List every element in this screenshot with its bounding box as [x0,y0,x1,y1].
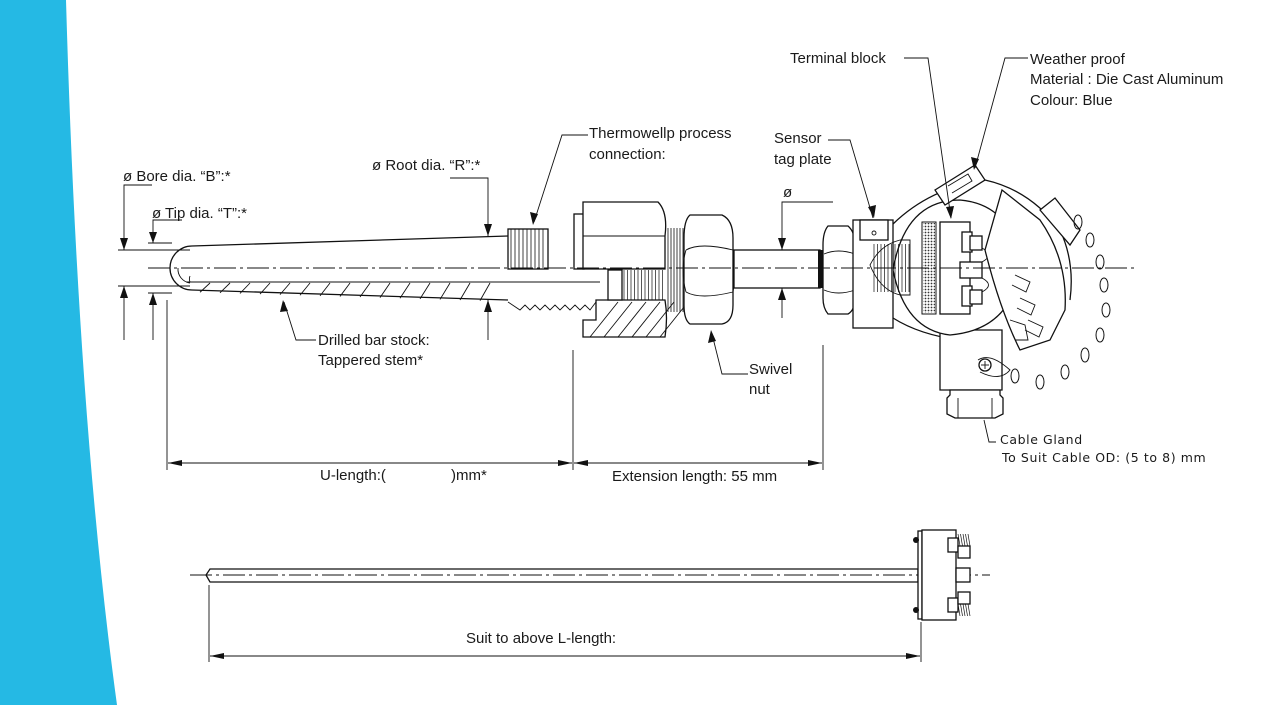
drawing-stroke [339,282,351,297]
chain-link [1101,302,1111,318]
chain-link [1060,364,1070,380]
chain-link [1099,277,1109,293]
root-dia-label: ø Root dia. “R”:* [372,157,481,174]
drawing-stroke [960,603,963,617]
cable-gland-label-line2: To Suit Cable OD: (5 to 8) mm [1001,450,1206,465]
drawing-stroke [379,282,391,298]
weather-proof-label-line3: Colour: Blue [1030,92,1113,109]
head-hex-nut [822,225,856,315]
extension-tube [733,249,823,289]
weather-proof-label-line1: Weather proof [1030,51,1126,68]
union-thread [667,228,684,312]
weather-proof-label-line2: Material : Die Cast Aluminum [1030,71,1223,88]
hex-fitting [582,201,689,338]
drawing-stroke [957,533,961,547]
chain-link [1080,347,1090,363]
process-connection-thread [507,213,597,311]
extension-length-label: Extension length: 55 mm [612,468,777,485]
drawing-stroke [631,301,661,338]
drawing-stroke [279,282,291,295]
chain-link [1095,254,1105,270]
chain-link [1073,214,1083,230]
swivel-nut-label-line2: nut [749,381,771,398]
drawing-stroke [419,282,431,300]
drawing-stroke [957,603,961,617]
drawing-stroke [239,282,251,294]
drawing-stroke [960,533,963,547]
drawing-stroke [617,301,647,338]
bore-dia-label: ø Bore dia. “B”:* [123,168,231,185]
drawing-stroke [479,282,491,301]
chain-link [1035,374,1045,390]
sensor-tag-label-line2: tag plate [774,151,832,168]
drawing-stroke [645,301,675,338]
drawing-stroke [962,603,966,617]
dimension-lines [118,57,1028,470]
drawing-stroke [439,282,451,300]
terminal-block-label: Terminal block [790,50,886,67]
drawing-stroke [962,533,966,547]
cable-gland-label-line1: Cable Gland [1000,432,1083,447]
sensor-insert [190,529,990,662]
swivel-nut-label-line1: Swivel [749,361,792,378]
chain-link [1010,368,1020,384]
chain-link [1095,327,1105,343]
l-length-label: Suit to above L-length: [466,630,616,647]
annotation-labels: ø Bore dia. “B”:* ø Tip dia. “T”:* ø Roo… [123,50,1223,647]
drawing-stroke [967,603,971,617]
u-length-label-prefix: U-length:( [320,467,386,484]
drawing-stroke [967,533,971,547]
drilled-bar-label-line2: Tappered stem* [318,352,423,369]
tip-dia-label: ø Tip dia. “T”:* [152,205,247,222]
drawing-stroke [589,301,619,338]
drawing-stroke [965,603,968,617]
drawing-stroke [219,282,231,294]
drawing-stroke [603,301,633,338]
drawing-stroke [359,282,371,298]
drawing-stroke [965,533,968,547]
drawing-stroke [459,282,471,301]
drawing-stroke [199,282,211,293]
process-connection-label-line2: connection: [589,146,666,163]
drawing-stroke [319,282,331,297]
thermowell-stem [169,235,600,301]
u-length-label-suffix: )mm* [451,467,487,484]
chain-link [1085,232,1095,248]
sensor-tag-label-line1: Sensor [774,130,822,147]
accent-background-shape [0,0,117,705]
process-connection-label-line1: Thermowellp process [589,125,732,142]
extension-dia-label: ø [783,184,792,201]
drawing-stroke [299,282,311,296]
connection-head [852,164,1111,419]
drilled-bar-label-line1: Drilled bar stock: [318,332,430,349]
drawing-stroke [259,282,271,295]
swivel-nut [682,214,736,325]
drawing-stroke [399,282,411,299]
